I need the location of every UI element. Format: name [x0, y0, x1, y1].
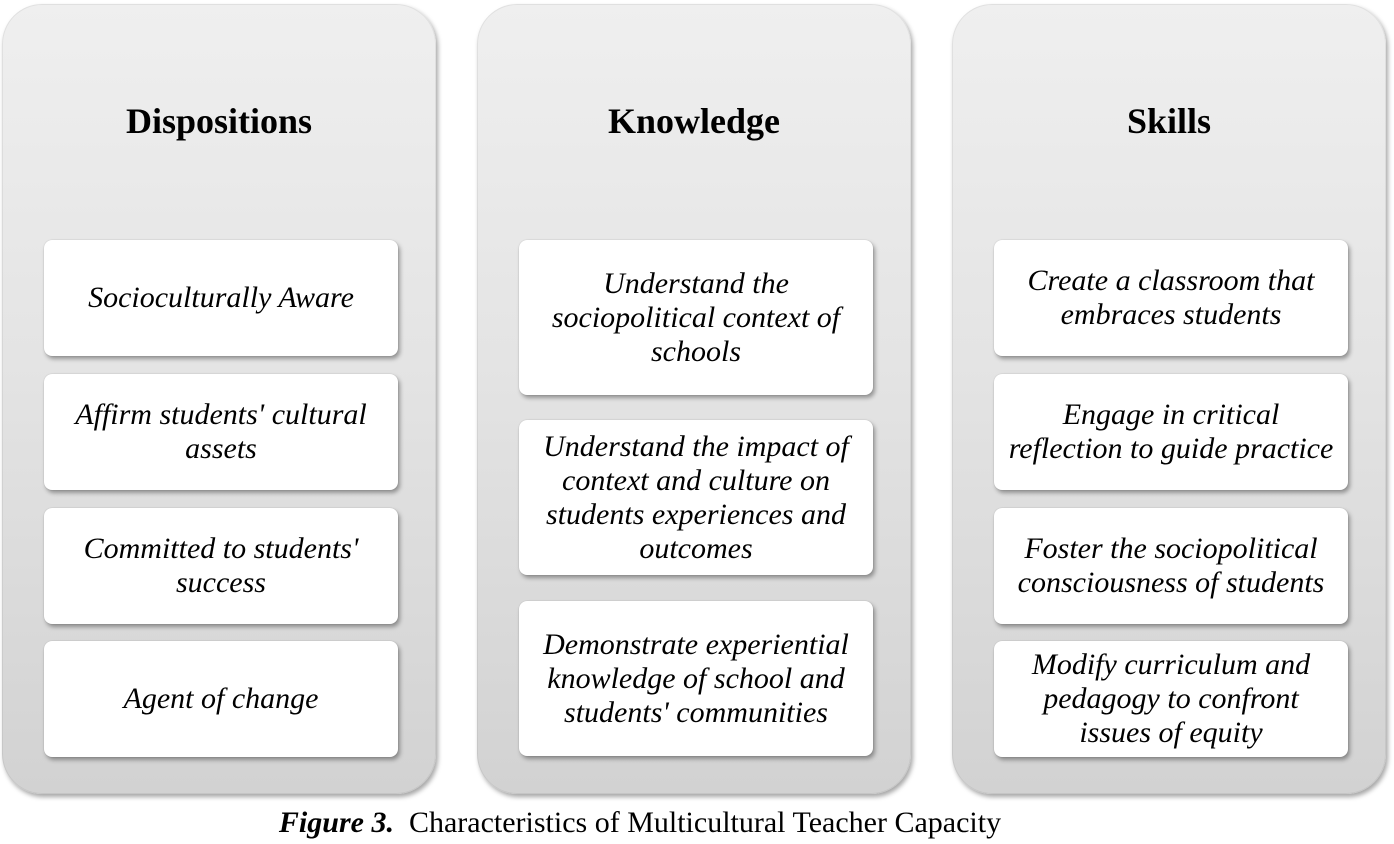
skills-item: Create a classroom that embraces student… [994, 240, 1348, 356]
skills-item: Engage in critical reflection to guide p… [994, 374, 1348, 490]
skills-item: Modify curriculum and pedagogy to confro… [994, 641, 1348, 757]
figure-caption: Figure 3. Characteristics of Multicultur… [0, 806, 1280, 840]
skills-title: Skills [1126, 101, 1212, 141]
dispositions-item: Agent of change [44, 641, 398, 757]
knowledge-title: Knowledge [607, 101, 780, 141]
dispositions-title: Dispositions [125, 101, 313, 141]
figure-caption-label: Figure 3. [278, 806, 394, 839]
knowledge-item: Demonstrate experiential knowledge of sc… [519, 601, 873, 756]
knowledge-item: Understand the impact of context and cul… [519, 420, 873, 575]
dispositions-panel: Dispositions Socioculturally Aware Affir… [2, 4, 436, 794]
dispositions-item: Committed to students' success [44, 508, 398, 624]
skills-panel: Skills Create a classroom that embraces … [952, 4, 1386, 794]
dispositions-item: Socioculturally Aware [44, 240, 398, 356]
knowledge-panel: Knowledge Understand the sociopolitical … [477, 4, 911, 794]
figure-caption-text: Characteristics of Multicultural Teacher… [408, 806, 1002, 839]
skills-item: Foster the sociopolitical consciousness … [994, 508, 1348, 624]
knowledge-item: Understand the sociopolitical context of… [519, 240, 873, 395]
dispositions-item: Affirm students' cultural assets [44, 374, 398, 490]
